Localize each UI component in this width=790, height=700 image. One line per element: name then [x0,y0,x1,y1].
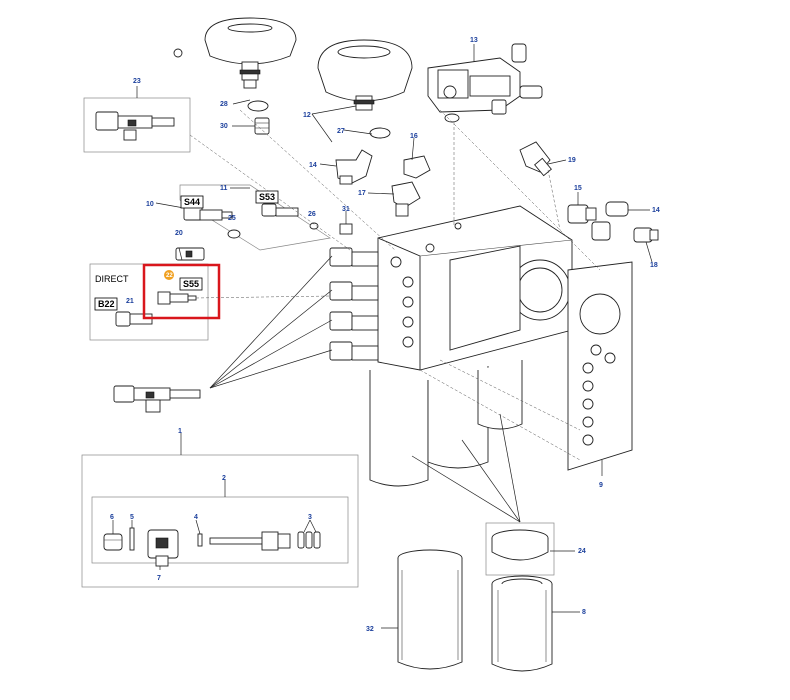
callout-4: 4 [194,514,198,521]
callout-14-right: 14 [652,207,660,214]
o-ring-25 [227,229,241,239]
callout-7: 7 [157,575,161,582]
label-s55: S55 [183,279,199,289]
callout-12: 12 [303,112,311,119]
accumulator-left [204,17,297,89]
callout-labels: 23 22 12 27 28 30 13 16 14 19 17 11 10 2… [110,37,660,633]
callout-2: 2 [222,475,226,482]
elbow-14-top [335,149,373,185]
label-b22: B22 [98,299,115,309]
callout-1: 1 [178,428,182,435]
switch-s55 [157,291,197,305]
filter-housings [369,360,523,487]
callout-26: 26 [308,211,316,218]
callout-24: 24 [578,548,586,555]
sensor-23 [95,111,175,141]
callout-9: 9 [599,482,603,489]
seal-ring-28 [247,100,269,112]
detail-box-24 [485,522,555,576]
callout-13: 13 [470,37,478,44]
switch-s53 [261,203,299,217]
fitting-18 [633,227,659,243]
o-ring-26 [309,222,319,230]
label-s44: S44 [184,197,200,207]
fitting-31 [339,223,353,235]
callout-19: 19 [568,157,576,164]
callout-10: 10 [146,201,154,208]
leader-lines [112,44,653,629]
callout-18: 18 [650,262,658,269]
coil-7 [147,529,179,567]
explosion-lines [189,109,601,461]
callout-22: 22 [166,273,173,279]
detail-box-11 [179,184,331,251]
o-ring-small [173,48,183,58]
callout-6: 6 [110,514,114,521]
detail-box-1 [81,454,359,588]
accumulator-right [317,39,413,111]
switch-s44 [183,205,233,221]
callout-3: 3 [308,514,312,521]
callout-11: 11 [220,185,228,192]
callout-27: 27 [337,128,345,135]
valve-block-13 [427,43,543,115]
fitting-30 [254,117,270,135]
callout-25: 25 [228,215,236,222]
filter-element-8 [491,575,553,672]
seal-ring-27 [369,127,391,139]
label-direct: DIRECT [95,274,129,284]
fitting-20 [175,247,205,261]
callout-30: 30 [220,123,228,130]
callout-31: 31 [342,206,350,213]
callout-23: 23 [133,78,141,85]
elbow-fitting-center [391,155,431,217]
washer-16 [444,113,460,123]
callout-32: 32 [366,626,374,633]
coil-nut-6 [103,533,123,551]
callout-17: 17 [358,190,366,197]
spool-cartridge [209,531,291,551]
solenoid-lower-left [113,385,201,413]
seals-3 [297,531,321,549]
callout-15: 15 [574,185,582,192]
label-s53: S53 [259,192,275,202]
callout-20: 20 [175,230,183,237]
callout-14-top: 14 [309,162,317,169]
callout-21: 21 [126,298,134,305]
solenoid-valves [329,247,379,361]
fitting-15 [567,204,597,224]
callout-16: 16 [410,133,418,140]
seal-plate-9 [567,261,633,471]
callout-28: 28 [220,101,228,108]
filter-element-32 [397,549,463,670]
main-manifold [377,205,573,371]
pin-4 [197,533,203,547]
highlight-box-s55 [142,263,221,320]
callout-5: 5 [130,514,134,521]
detail-box-2 [91,496,349,564]
fitting-19 [519,141,552,177]
seal-ring-24 [491,529,549,561]
callout-badge-22 [164,270,174,280]
fitting-14-right [591,201,629,241]
callout-8: 8 [582,609,586,616]
switch-labels: S44 S53 S55 B22 DIRECT [94,190,279,311]
pin-5 [129,527,135,551]
